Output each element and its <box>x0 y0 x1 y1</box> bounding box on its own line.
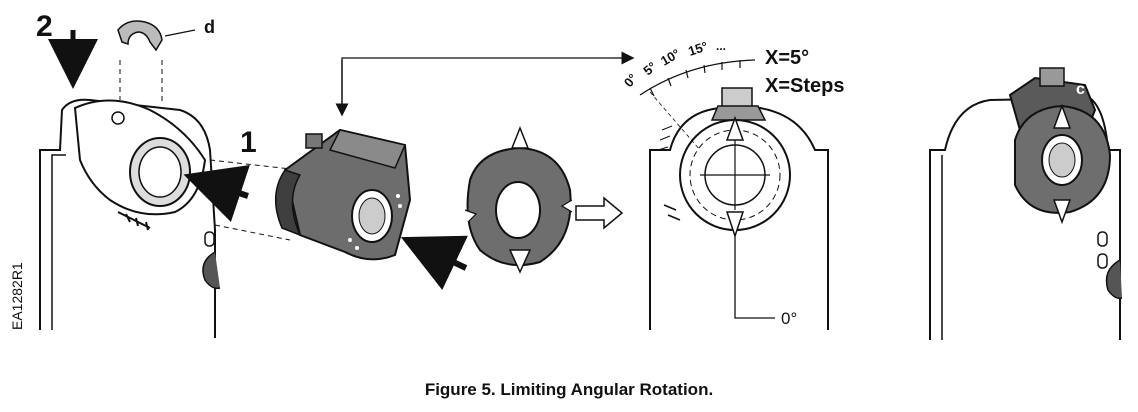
end-stop-ring <box>464 125 573 274</box>
step-one-arrow <box>183 165 250 222</box>
insert-arrow <box>400 235 468 290</box>
retaining-clip <box>117 20 196 105</box>
actuator-housing-left <box>39 98 221 338</box>
actuator-housing-right <box>929 67 1123 340</box>
scale-ten: 10° <box>658 46 683 69</box>
clip-letter: d <box>204 17 215 37</box>
scale-five: 5° <box>640 59 659 78</box>
connector-line <box>341 57 612 104</box>
angle-scale <box>639 59 756 151</box>
x-steps-label: X=Steps <box>765 75 844 97</box>
figure-caption: Figure 5. Limiting Angular Rotation. <box>424 380 714 399</box>
x-degrees-label: X=5° <box>765 47 809 69</box>
zero-degree-marker: 0° <box>781 309 797 328</box>
transition-arrow <box>575 196 624 230</box>
scale-fifteen: 15° <box>686 39 709 59</box>
scale-zero: 0° <box>621 71 640 90</box>
step-two-label: 2 <box>36 10 53 43</box>
actuator-housing-center <box>649 87 829 330</box>
stop-letter: c <box>1076 81 1085 98</box>
rotary-adapter <box>209 128 412 261</box>
scale-ellipsis: ... <box>716 39 726 53</box>
drawing-code: EA1282R1 <box>9 262 25 330</box>
step-one-label: 1 <box>240 126 257 159</box>
